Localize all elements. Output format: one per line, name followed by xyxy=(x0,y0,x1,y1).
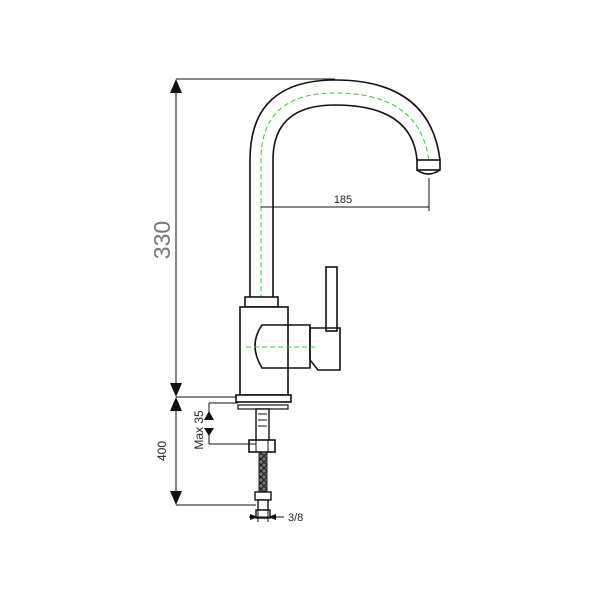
mounting-shank xyxy=(237,404,289,453)
braided-hose xyxy=(254,451,272,519)
aerator xyxy=(416,159,441,171)
dimension-185-label: 185 xyxy=(334,194,352,206)
dimension-hose-length: 400 xyxy=(155,397,256,506)
dimension-thread-label: 3/8 xyxy=(288,512,303,524)
dimension-height: 330 xyxy=(149,78,335,398)
lever-handle xyxy=(309,266,341,371)
dimension-330-label: 330 xyxy=(149,221,175,259)
spout xyxy=(249,79,441,300)
dimension-max35-label: Max 35 xyxy=(192,410,206,450)
faucet-body xyxy=(235,296,311,403)
dimension-400-label: 400 xyxy=(155,441,169,461)
dimension-reach: 185 xyxy=(261,178,430,211)
dimension-max-thickness: Max 35 xyxy=(192,402,256,450)
dimension-thread: 3/8 xyxy=(249,510,303,524)
